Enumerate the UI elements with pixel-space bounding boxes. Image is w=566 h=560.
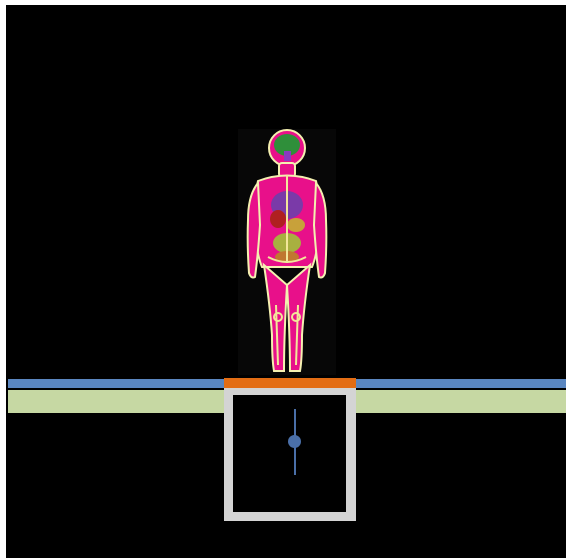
gamma-detector-icon [224, 387, 356, 521]
point-source-icon [288, 435, 301, 448]
imaging-scene [6, 5, 566, 558]
collimator-plate [224, 378, 356, 388]
detector-window [233, 395, 346, 512]
